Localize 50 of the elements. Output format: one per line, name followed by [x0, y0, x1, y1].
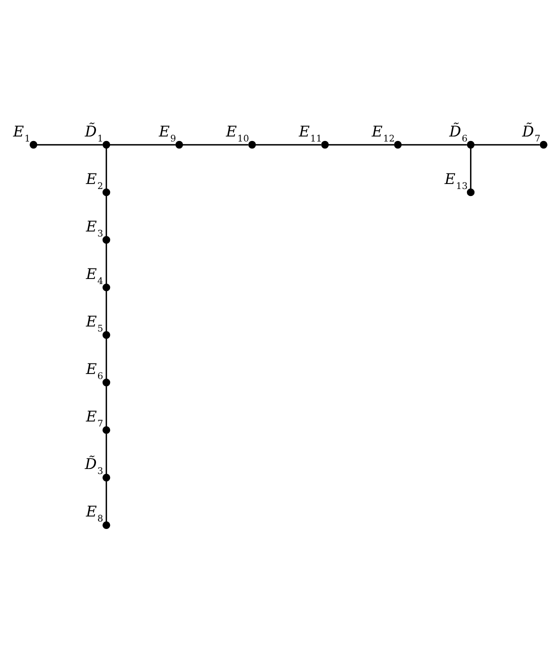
- node-circle: [102, 521, 110, 530]
- connector: [256, 144, 322, 146]
- connector: [106, 481, 108, 522]
- node-circle: [102, 426, 110, 434]
- node-circle: [394, 140, 402, 149]
- node-label: E$_{7}$: [86, 408, 104, 430]
- connector: [401, 144, 467, 146]
- node-label: E$_{4}$: [86, 266, 104, 287]
- node-label: D̃$_{7}$: [522, 123, 540, 144]
- node-label: E$_{8}$: [86, 504, 104, 525]
- node-label: E$_{6}$: [86, 361, 104, 382]
- connector: [106, 291, 108, 332]
- connector: [106, 386, 108, 427]
- connector: [182, 144, 248, 146]
- connector: [106, 434, 108, 474]
- node-label: E$_{2}$: [86, 170, 104, 192]
- connector: [36, 144, 103, 146]
- node-circle: [102, 474, 110, 482]
- node-circle: [466, 188, 475, 196]
- node-circle: [248, 140, 256, 149]
- node-label: E$_{5}$: [86, 313, 104, 334]
- node-label: D̃$_{3}$: [84, 456, 104, 478]
- node-circle: [540, 140, 548, 149]
- node-circle: [102, 236, 110, 244]
- connector: [106, 243, 108, 284]
- node-label: E$_{3}$: [86, 218, 104, 240]
- connector: [110, 144, 176, 146]
- connector: [328, 144, 394, 146]
- connector: [106, 338, 108, 380]
- node-label: D̃$_{6}$: [449, 123, 468, 144]
- node-circle: [30, 140, 38, 149]
- node-label: E$_{11}$: [298, 123, 322, 144]
- node-label: D̃$_{1}$: [84, 123, 104, 144]
- connector: [106, 148, 108, 189]
- node-label: E$_{12}$: [372, 123, 395, 144]
- node-circle: [102, 188, 110, 196]
- node-circle: [102, 378, 110, 386]
- node-label: E$_{10}$: [226, 123, 250, 144]
- node-circle: [321, 140, 329, 149]
- node-label: E$_{1}$: [13, 123, 30, 144]
- node-circle: [466, 140, 475, 149]
- node-circle: [175, 140, 184, 149]
- node-label: E$_{13}$: [444, 170, 468, 192]
- connector: [470, 148, 472, 189]
- node-circle: [102, 140, 110, 149]
- node-label: E$_{9}$: [158, 123, 176, 144]
- node-circle: [102, 284, 110, 292]
- connector: [106, 196, 108, 236]
- node-circle: [102, 331, 110, 339]
- connector: [474, 144, 540, 146]
